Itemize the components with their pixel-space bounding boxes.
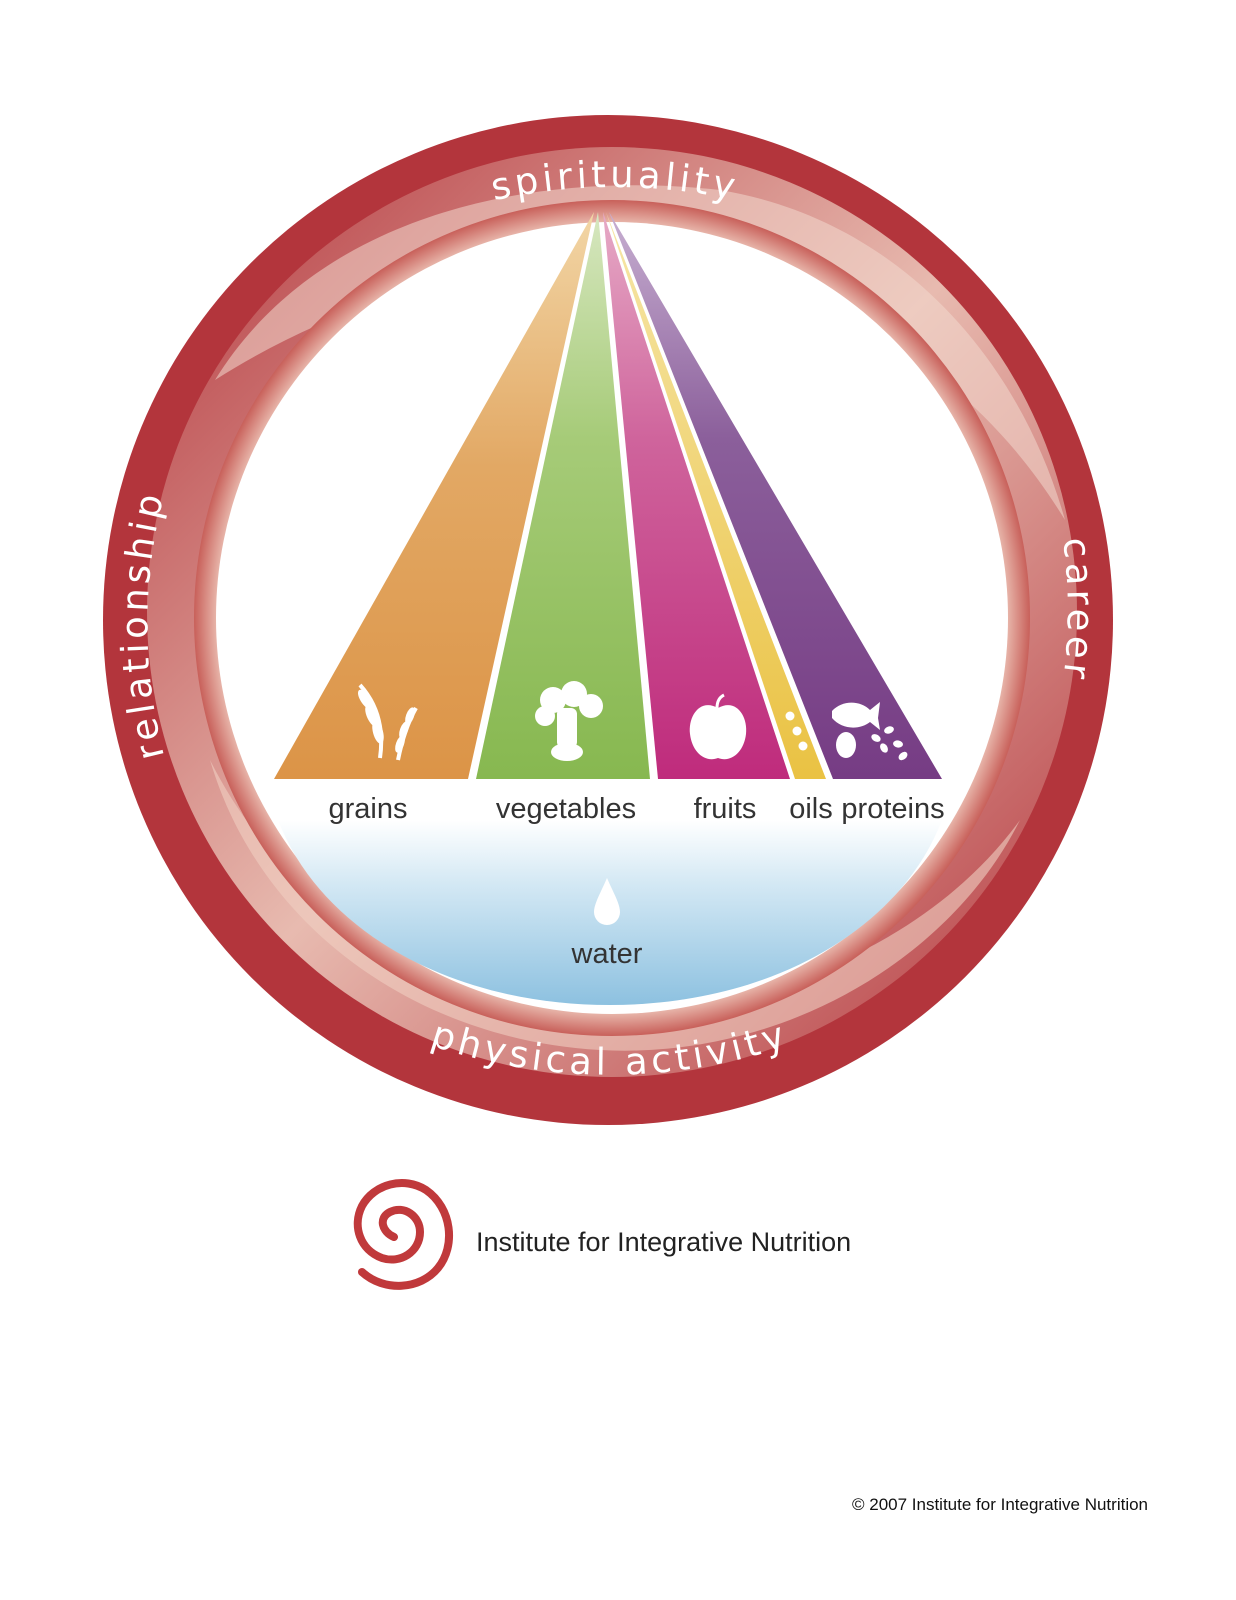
segment-grains xyxy=(274,212,594,779)
water-drop-icon xyxy=(594,878,620,925)
food-pyramid xyxy=(274,212,942,779)
label-fruits: fruits xyxy=(694,793,757,825)
ring-label-career: career xyxy=(1054,535,1102,685)
oil-drops-icon xyxy=(785,711,808,751)
water-label: water xyxy=(571,938,643,970)
copyright-notice: © 2007 Institute for Integrative Nutriti… xyxy=(852,1495,1148,1514)
label-oils: oils xyxy=(789,793,833,825)
logo-text: Institute for Integrative Nutrition xyxy=(476,1227,851,1257)
label-grains: grains xyxy=(329,793,408,825)
segment-oils xyxy=(606,212,826,779)
apple-icon xyxy=(689,693,747,760)
water-basin: water xyxy=(278,820,942,1005)
broccoli-icon xyxy=(535,681,603,761)
segment-vegetables xyxy=(476,212,650,779)
segment-proteins xyxy=(609,212,942,779)
fish-egg-beans-icon xyxy=(832,702,908,761)
segment-fruits xyxy=(603,212,790,779)
iin-logo: Institute for Integrative Nutrition xyxy=(353,1179,851,1290)
spiral-icon xyxy=(353,1179,454,1290)
label-vegetables: vegetables xyxy=(496,793,636,825)
label-proteins: proteins xyxy=(841,793,944,825)
wheat-icon xyxy=(357,683,418,761)
